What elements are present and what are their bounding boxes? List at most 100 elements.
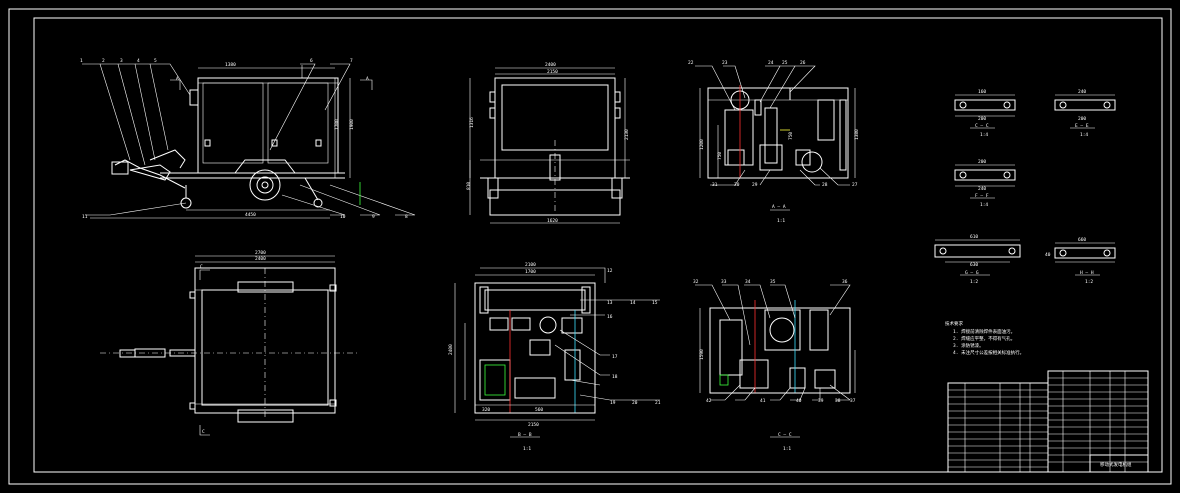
detail-ff-dim-a: 200 xyxy=(978,159,986,165)
balloon-17: 17 xyxy=(612,354,618,360)
notes-line-4: 4. 未注尺寸公差按相关标准执行。 xyxy=(953,349,1024,356)
balloon-11: 11 xyxy=(82,214,88,220)
section-bb-scale: 1:1 xyxy=(523,446,531,452)
balloon-35: 35 xyxy=(770,279,776,285)
dim-2700: 2700 xyxy=(255,250,266,256)
dim-2400: 2400 xyxy=(545,62,556,68)
balloon-8: 8 xyxy=(405,214,408,220)
detail-ee-scale: 1:4 xyxy=(1080,132,1088,138)
notes-line-2: 2. 焊缝应平整，不得有气孔。 xyxy=(953,335,1015,342)
section-letter-a-right: A xyxy=(366,76,369,82)
section-aa-scale: 1:1 xyxy=(777,218,785,224)
balloon-4: 4 xyxy=(137,58,140,64)
inner-frame xyxy=(33,17,1163,473)
balloon-40: 40 xyxy=(796,398,802,404)
detail-hh-dim-b: 40 xyxy=(1045,252,1051,258)
dim-1700: 1700 xyxy=(525,269,536,275)
balloon-12: 12 xyxy=(607,268,613,274)
section-letter-c-bottom: C xyxy=(202,429,205,435)
plan-view xyxy=(100,255,360,436)
technical-notes: 技术要求 1. 焊接前清除焊件表面油污。 2. 焊缝应平整，不得有气孔。 3. … xyxy=(945,320,1024,356)
balloon-28: 28 xyxy=(822,182,828,188)
balloon-15: 15 xyxy=(652,300,658,306)
side-view xyxy=(82,63,416,219)
dim-2150: 2150 xyxy=(547,69,558,75)
balloon-10: 10 xyxy=(340,214,346,220)
balloon-26: 26 xyxy=(800,60,806,66)
detail-cc-scale: 1:4 xyxy=(980,132,988,138)
balloon-14: 14 xyxy=(630,300,636,306)
section-letter-c-top: C xyxy=(200,264,203,270)
section-aa-labels: 22 23 24 25 26 27 28 29 30 31 1200 1380 … xyxy=(688,60,860,224)
detail-cc-title: C — C xyxy=(975,123,989,129)
balloon-38: 38 xyxy=(835,398,841,404)
side-view-labels: 1 2 3 4 5 6 7 8 9 10 11 1380 4450 1700 1… xyxy=(80,58,408,220)
section-letter-a-left: A xyxy=(176,76,179,82)
balloon-34: 34 xyxy=(745,279,751,285)
section-bb-view xyxy=(454,267,660,438)
section-cc-view xyxy=(695,284,856,438)
detail-ff-title: F — F xyxy=(975,193,989,199)
balloon-22: 22 xyxy=(688,60,694,66)
dim-2100: 2100 xyxy=(525,262,536,268)
balloon-19: 19 xyxy=(610,400,616,406)
detail-ee-dim-a: 240 xyxy=(1078,89,1086,95)
dim-1380: 1380 xyxy=(854,129,860,140)
dim-1316: 1316 xyxy=(469,117,475,128)
dim-750-right: 750 xyxy=(788,132,794,140)
detail-cc-dim-b: 200 xyxy=(978,116,986,122)
dim-4450: 4450 xyxy=(245,212,256,218)
dim-1380: 1380 xyxy=(225,62,236,68)
balloon-25: 25 xyxy=(782,60,788,66)
balloon-3: 3 xyxy=(120,58,123,64)
dim-1200: 1200 xyxy=(699,139,705,150)
balloon-18: 18 xyxy=(612,374,618,380)
balloon-30: 30 xyxy=(734,182,740,188)
section-cc-scale: 1:1 xyxy=(783,446,791,452)
drawing-name: 移动式发电机组 xyxy=(1100,461,1132,468)
detail-hh-title: H — H xyxy=(1080,270,1094,276)
section-cc-labels: 32 33 34 35 36 37 38 39 40 41 42 1590 C … xyxy=(693,279,856,452)
dim-2400: 2400 xyxy=(448,344,454,355)
front-view-labels: 2400 2150 1620 1316 810 2130 xyxy=(466,62,630,224)
detail-gg-scale: 1:2 xyxy=(970,279,978,285)
balloon-32: 32 xyxy=(693,279,699,285)
balloon-2: 2 xyxy=(102,58,105,64)
dim-1700: 1700 xyxy=(334,119,340,130)
detail-labels: 160 200 C — C 1:4 240 200 E — E 1:4 200 … xyxy=(965,89,1094,285)
balloon-21: 21 xyxy=(655,400,661,406)
balloon-42: 42 xyxy=(706,398,712,404)
dim-750-left: 750 xyxy=(717,152,723,160)
dim-320: 320 xyxy=(482,407,490,413)
section-aa-title: A — A xyxy=(772,204,786,210)
balloon-29: 29 xyxy=(752,182,758,188)
section-aa-view xyxy=(695,65,856,211)
balloon-33: 33 xyxy=(721,279,727,285)
balloon-5: 5 xyxy=(154,58,157,64)
detail-gg-dim-b: 630 xyxy=(970,262,978,268)
balloon-23: 23 xyxy=(722,60,728,66)
balloon-13: 13 xyxy=(607,300,613,306)
balloon-9: 9 xyxy=(372,214,375,220)
detail-gg-dim-a: 610 xyxy=(970,234,978,240)
detail-gg-title: G — G xyxy=(965,270,979,276)
balloon-39: 39 xyxy=(818,398,824,404)
title-block: 移动式发电机组 xyxy=(947,370,1149,473)
section-bb-title: B — B xyxy=(518,432,532,438)
balloon-6: 6 xyxy=(310,58,313,64)
detail-hh-scale: 1:2 xyxy=(1085,279,1093,285)
balloon-16: 16 xyxy=(607,314,613,320)
balloon-36: 36 xyxy=(842,279,848,285)
section-cc-title: C — C xyxy=(778,432,792,438)
detail-ff-scale: 1:4 xyxy=(980,202,988,208)
dim-2130: 2130 xyxy=(624,129,630,140)
notes-title: 技术要求 xyxy=(945,320,963,327)
outer-frame xyxy=(8,8,1172,485)
dim-1900: 1900 xyxy=(349,119,355,130)
balloon-27: 27 xyxy=(852,182,858,188)
balloon-1: 1 xyxy=(80,58,83,64)
dim-1590: 1590 xyxy=(699,349,705,360)
balloon-20: 20 xyxy=(632,400,638,406)
dim-810: 810 xyxy=(466,182,472,190)
